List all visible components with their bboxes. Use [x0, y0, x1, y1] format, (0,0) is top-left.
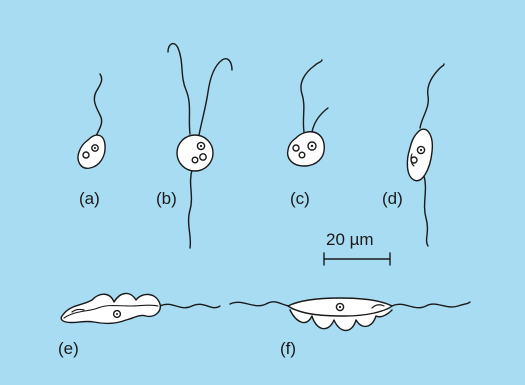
- label-c: (c): [290, 190, 310, 207]
- cell-b-flagellum-1: [168, 44, 190, 134]
- cell-e-trailing-flagellum: [160, 304, 220, 307]
- cell-b: [168, 44, 232, 248]
- cell-b-body: [177, 135, 213, 171]
- cell-b-vacuole-2: [192, 157, 198, 163]
- cell-a-flagellum: [94, 74, 101, 136]
- cell-c-vacuole-2: [299, 152, 305, 158]
- cell-e-body: [61, 293, 160, 323]
- cell-c-flagellum-1: [301, 60, 322, 132]
- cell-c-vacuole-1: [293, 145, 299, 151]
- label-f: (f): [280, 340, 296, 357]
- cell-f-trailing-flagellum: [392, 302, 470, 308]
- cell-d: [407, 64, 444, 246]
- cell-a-vacuole: [83, 152, 89, 158]
- cell-b-trailing-flagellum: [189, 170, 192, 248]
- cell-d-trailing-flagellum: [424, 176, 428, 246]
- cell-f: [230, 298, 470, 331]
- cell-a-body: [78, 135, 105, 168]
- cell-a: [78, 74, 105, 168]
- label-b: (b): [156, 190, 177, 207]
- cell-c: [288, 60, 328, 166]
- cell-c-flagellum-2: [312, 108, 328, 132]
- cell-d-flagellum: [420, 64, 444, 128]
- cell-b-flagellum-2: [199, 59, 232, 135]
- scale-bar: [324, 253, 390, 265]
- cell-e: [61, 293, 220, 323]
- cell-b-vacuole-1: [200, 154, 206, 160]
- label-e: (e): [58, 340, 79, 357]
- cell-f-flagellum: [230, 302, 290, 306]
- label-d: (d): [382, 190, 403, 207]
- label-a: (a): [79, 190, 100, 207]
- scale-bar-label: 20 µm: [326, 231, 374, 248]
